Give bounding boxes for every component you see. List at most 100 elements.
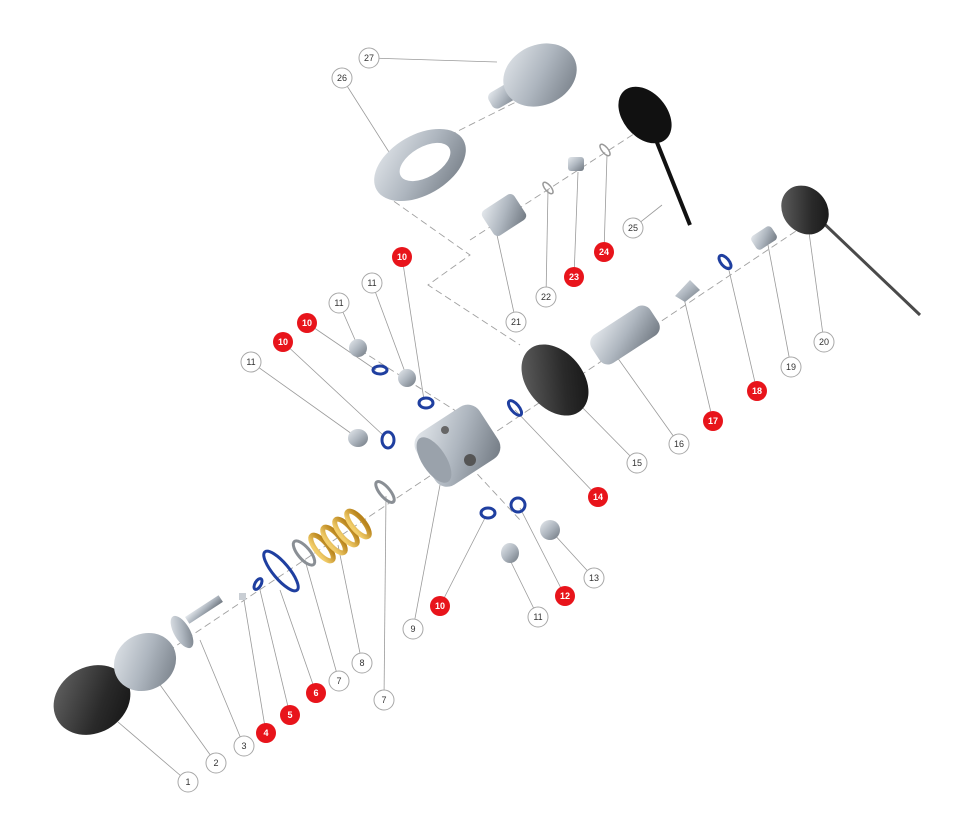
callout-7: 7 — [328, 670, 350, 692]
callout-circle — [306, 683, 326, 703]
leader-line — [250, 361, 353, 435]
part-15-handwheel — [521, 344, 589, 416]
callout-label: 16 — [674, 439, 684, 449]
leader-line — [727, 265, 758, 392]
callout-circle — [256, 723, 276, 743]
part-2-bonnet — [113, 632, 177, 692]
callout-circle — [328, 292, 350, 314]
leader-line — [306, 322, 377, 371]
callout-17: 17 — [703, 411, 723, 431]
part-22-ring — [542, 181, 554, 195]
leader-line — [574, 399, 638, 464]
callout-label: 10 — [397, 252, 407, 262]
part-25-black-cap — [618, 86, 692, 226]
part-18-oring — [717, 253, 733, 271]
leader-line — [371, 282, 406, 373]
parts — [53, 43, 922, 735]
callout-15: 15 — [626, 452, 648, 474]
callout-circle — [297, 313, 317, 333]
callout-circle — [331, 67, 353, 89]
callout-8: 8 — [351, 652, 373, 674]
callout-label: 7 — [381, 695, 386, 705]
callout-circle — [564, 267, 584, 287]
callout-label: 15 — [632, 458, 642, 468]
callout-label: 23 — [569, 272, 579, 282]
callout-11: 11 — [240, 351, 262, 373]
part-17-cone — [675, 280, 700, 302]
part-21-fitting — [481, 193, 527, 237]
callout-circle — [358, 47, 380, 69]
callout-circle — [668, 433, 690, 455]
leader-line — [573, 171, 579, 278]
part-7-washer — [291, 539, 317, 567]
callout-label: 10 — [278, 337, 288, 347]
callout-label: 25 — [628, 223, 638, 233]
callout-18: 18 — [747, 381, 767, 401]
part-10-oring-c — [417, 396, 435, 410]
part-6-oring — [262, 549, 300, 593]
part-20-dust-cap — [781, 185, 922, 317]
callout-label: 26 — [337, 73, 347, 83]
part-3-stem — [170, 595, 223, 649]
callout-label: 11 — [246, 357, 255, 367]
part-11-plug-c — [398, 369, 416, 387]
part-19-nipple — [751, 226, 777, 250]
leader-line — [509, 559, 539, 618]
callout-circle — [505, 311, 527, 333]
leader-line — [807, 224, 825, 343]
callout-circle — [583, 567, 605, 589]
callout-circle — [273, 332, 293, 352]
callout-circle — [361, 272, 383, 294]
callout-2: 2 — [205, 752, 227, 774]
part-24-ring — [599, 143, 611, 157]
callout-10: 10 — [392, 247, 412, 267]
callout-12: 12 — [555, 586, 575, 606]
callout-3: 3 — [233, 735, 255, 757]
leader-line — [117, 721, 189, 783]
callout-circle — [392, 247, 412, 267]
callout-circle — [240, 351, 262, 373]
callout-circle — [373, 689, 395, 711]
leader-line — [368, 57, 498, 63]
callout-circle — [594, 242, 614, 262]
callout-label: 20 — [819, 337, 829, 347]
part-23-pin — [568, 157, 584, 171]
callout-circle — [328, 670, 350, 692]
callout-label: 2 — [213, 758, 218, 768]
callout-circle — [703, 411, 723, 431]
callout-label: 18 — [752, 386, 762, 396]
part-4-seat — [239, 593, 246, 600]
leader-line — [514, 409, 599, 498]
part-14-oring — [506, 399, 524, 417]
callout-label: 8 — [359, 658, 364, 668]
part-12-oring — [509, 496, 527, 514]
callout-21: 21 — [505, 311, 527, 333]
callout-label: 12 — [560, 591, 570, 601]
callout-circle — [780, 356, 802, 378]
callout-13: 13 — [583, 567, 605, 589]
callout-label: 6 — [313, 688, 318, 698]
part-7-washer-b — [374, 480, 396, 504]
leader-line — [439, 515, 487, 607]
callout-circle — [813, 331, 835, 353]
leader-line — [157, 681, 217, 764]
callout-label: 10 — [435, 601, 445, 611]
callout-10: 10 — [430, 596, 450, 616]
callout-11: 11 — [527, 606, 549, 628]
part-16-cylinder — [590, 305, 660, 365]
leader-line — [682, 293, 714, 422]
callout-label: 17 — [708, 416, 718, 426]
part-26-handle — [374, 128, 466, 202]
leader-line — [611, 349, 680, 445]
callout-label: 7 — [336, 676, 341, 686]
callout-label: 10 — [302, 318, 312, 328]
callout-16: 16 — [668, 433, 690, 455]
leader-line — [412, 484, 441, 630]
callout-circle — [280, 705, 300, 725]
callout-circle — [622, 217, 644, 239]
part-10-oring-a — [380, 430, 396, 450]
callout-circle — [430, 596, 450, 616]
callout-circle — [747, 381, 767, 401]
leader-line — [337, 544, 363, 664]
callout-14: 14 — [588, 487, 608, 507]
